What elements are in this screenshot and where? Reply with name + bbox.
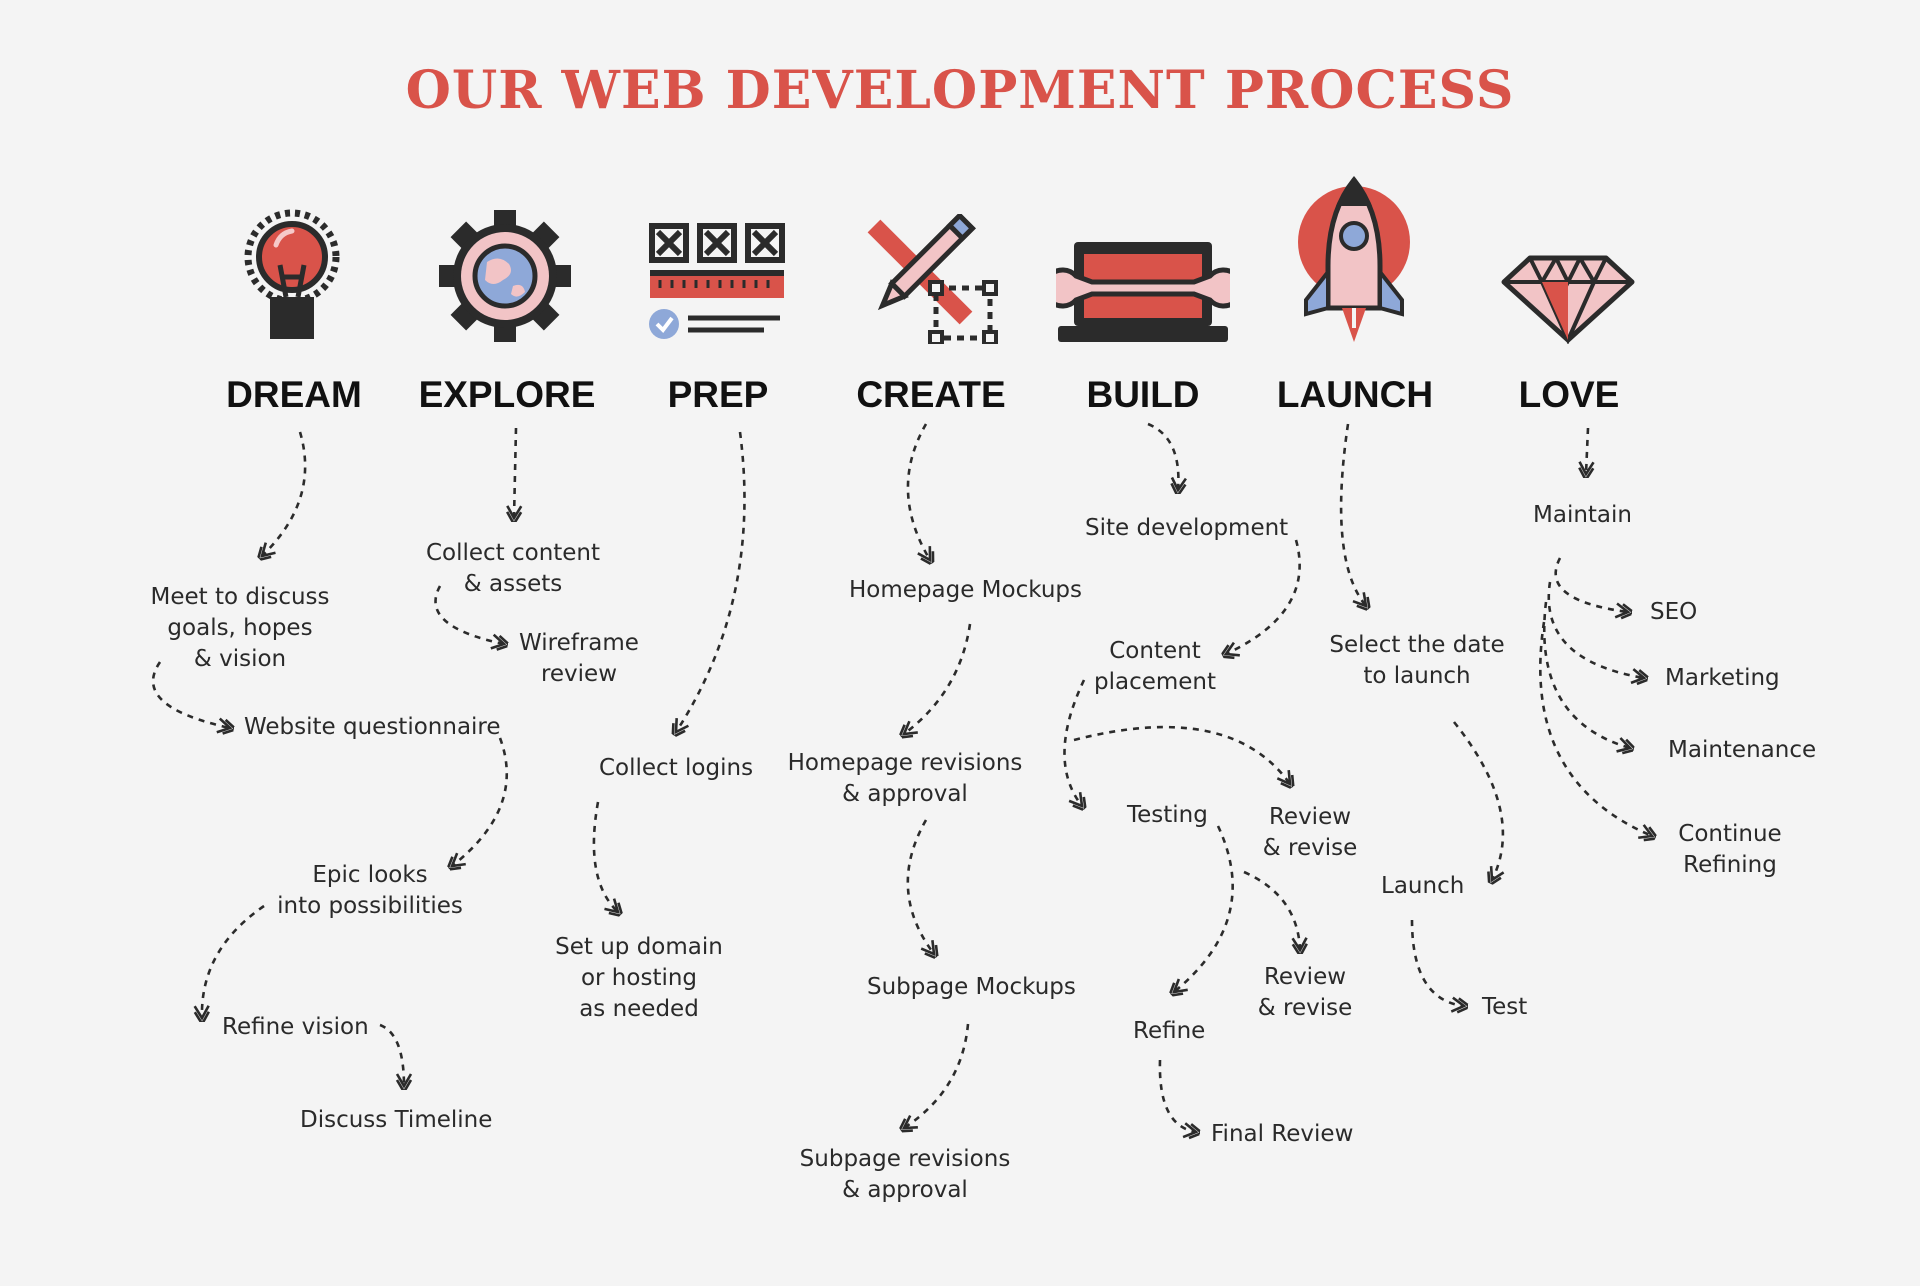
build-step-review-revise-1: Review & revise	[1262, 804, 1358, 861]
dream-step-epic-looks: Epic looks into possibilities	[277, 862, 463, 919]
globe-gear-icon	[439, 210, 571, 342]
diamond-icon	[1501, 255, 1635, 344]
create-step-homepage-revisions: Homepage revisions & approval	[787, 750, 1023, 807]
launch-step-test: Test	[1482, 994, 1528, 1020]
create-step-homepage-mockups: Homepage Mockups	[849, 577, 1083, 603]
stage-create: CREATE	[856, 374, 1006, 415]
create-step-subpage-revisions: Subpage revisions & approval	[799, 1146, 1011, 1203]
stage-dream: DREAM	[226, 374, 362, 415]
create-step-subpage-mockups: Subpage Mockups	[867, 974, 1076, 1000]
build-step-site-development: Site development	[1085, 515, 1289, 541]
prep-step-collect-logins: Collect logins	[599, 755, 754, 781]
page-title: OUR WEB DEVELOPMENT PROCESS	[405, 60, 1515, 121]
love-step-maintain: Maintain	[1533, 502, 1632, 528]
dream-step-discuss-timeline: Discuss Timeline	[300, 1107, 493, 1133]
stage-explore: EXPLORE	[418, 374, 596, 415]
pencil-design-icon	[867, 214, 998, 344]
checklist-icon	[649, 223, 785, 339]
build-step-refine: Refine	[1133, 1018, 1206, 1044]
stage-build: BUILD	[1086, 374, 1200, 415]
launch-step-select-date: Select the date to launch	[1329, 632, 1505, 689]
dream-step-meet: Meet to discuss goals, hopes & vision	[150, 584, 330, 672]
love-step-maintenance: Maintenance	[1668, 737, 1817, 763]
lightbulb-icon	[244, 209, 340, 339]
build-step-final-review: Final Review	[1211, 1121, 1354, 1147]
launch-step-launch: Launch	[1381, 873, 1465, 899]
build-step-review-revise-2: Review & revise	[1257, 964, 1353, 1021]
love-step-seo: SEO	[1650, 599, 1698, 625]
rocket-icon	[1298, 176, 1410, 342]
build-step-testing: Testing	[1127, 802, 1208, 828]
explore-step-collect-content: Collect content & assets	[425, 540, 601, 597]
laptop-wrench-icon	[1056, 242, 1230, 342]
build-step-content-placement: Content placement	[1093, 638, 1217, 695]
stage-love: LOVE	[1518, 374, 1620, 415]
explore-step-wireframe: Wireframe review	[519, 630, 639, 687]
stage-prep: PREP	[667, 374, 769, 415]
love-step-continue-refining: Continue Refining	[1678, 821, 1782, 878]
love-step-marketing: Marketing	[1665, 665, 1780, 691]
stage-launch: LAUNCH	[1276, 374, 1434, 415]
dream-step-questionnaire: Website questionnaire	[244, 714, 501, 740]
prep-step-domain: Set up domain or hosting as needed	[555, 934, 723, 1022]
dream-step-refine-vision: Refine vision	[222, 1014, 369, 1040]
